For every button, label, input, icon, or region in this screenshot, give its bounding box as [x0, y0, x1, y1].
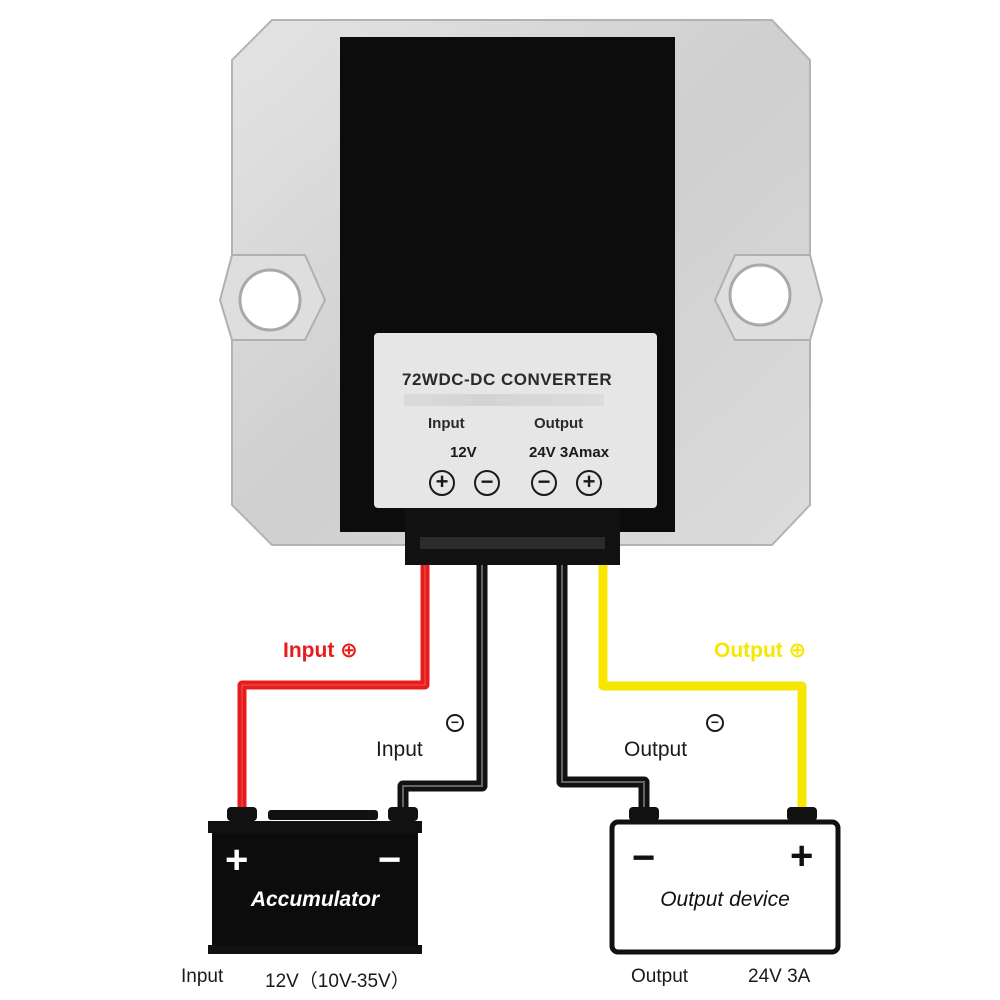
- label-faded-text: [404, 394, 604, 406]
- wire-input-negative: [397, 565, 488, 812]
- terminal-output-plus-icon: +: [576, 470, 602, 496]
- output-device-name: Output device: [660, 888, 790, 911]
- label-input-negative: Input: [376, 738, 423, 761]
- wire-output-negative: [556, 565, 650, 812]
- mounting-hole-right: [728, 263, 792, 327]
- accumulator-box: [212, 833, 418, 951]
- caption-input-value: 12V（10V-35V）: [265, 971, 410, 992]
- accumulator-cap: [268, 810, 378, 820]
- wire-input-positive: [237, 565, 430, 812]
- label-input-voltage: 12V: [450, 444, 477, 461]
- device-terminal-pos: [787, 807, 817, 821]
- converter-title: 72WDC-DC CONVERTER: [402, 370, 613, 389]
- device-plus-sign: +: [790, 834, 814, 878]
- accumulator-lid: [208, 821, 422, 833]
- wire-output-positive: [598, 565, 807, 812]
- wire-connector: [405, 505, 620, 565]
- accumulator-minus-sign: −: [378, 838, 402, 882]
- label-input-positive: Input ⊕: [283, 639, 358, 662]
- label-output-positive: Output ⊕: [714, 639, 807, 662]
- caption-output-value: 24V 3A: [748, 966, 811, 987]
- converter-label-sticker: 72WDC-DC CONVERTER Input Output 12V 24V …: [374, 333, 657, 508]
- output-device-box: [609, 819, 841, 955]
- output-minus-icon: −: [706, 714, 724, 732]
- input-minus-icon: −: [446, 714, 464, 732]
- label-input-heading: Input: [428, 415, 465, 432]
- accumulator-terminal-pos: [227, 807, 257, 821]
- mounting-hole-left: [238, 268, 302, 332]
- device-terminal-neg: [629, 807, 659, 821]
- accumulator-terminal-neg: [388, 807, 418, 821]
- caption-output-label: Output: [631, 966, 689, 987]
- label-output-heading: Output: [534, 415, 584, 432]
- device-minus-sign: −: [632, 836, 656, 880]
- accumulator-name: Accumulator: [250, 888, 380, 911]
- accumulator-plus-sign: +: [225, 838, 249, 882]
- label-output-spec: 24V 3Amax: [529, 444, 610, 461]
- terminal-input-plus-icon: +: [429, 470, 455, 496]
- terminal-output-minus-icon: −: [531, 470, 557, 496]
- terminal-input-minus-icon: −: [474, 470, 500, 496]
- label-output-negative: Output: [624, 738, 688, 761]
- caption-input-label: Input: [181, 966, 224, 987]
